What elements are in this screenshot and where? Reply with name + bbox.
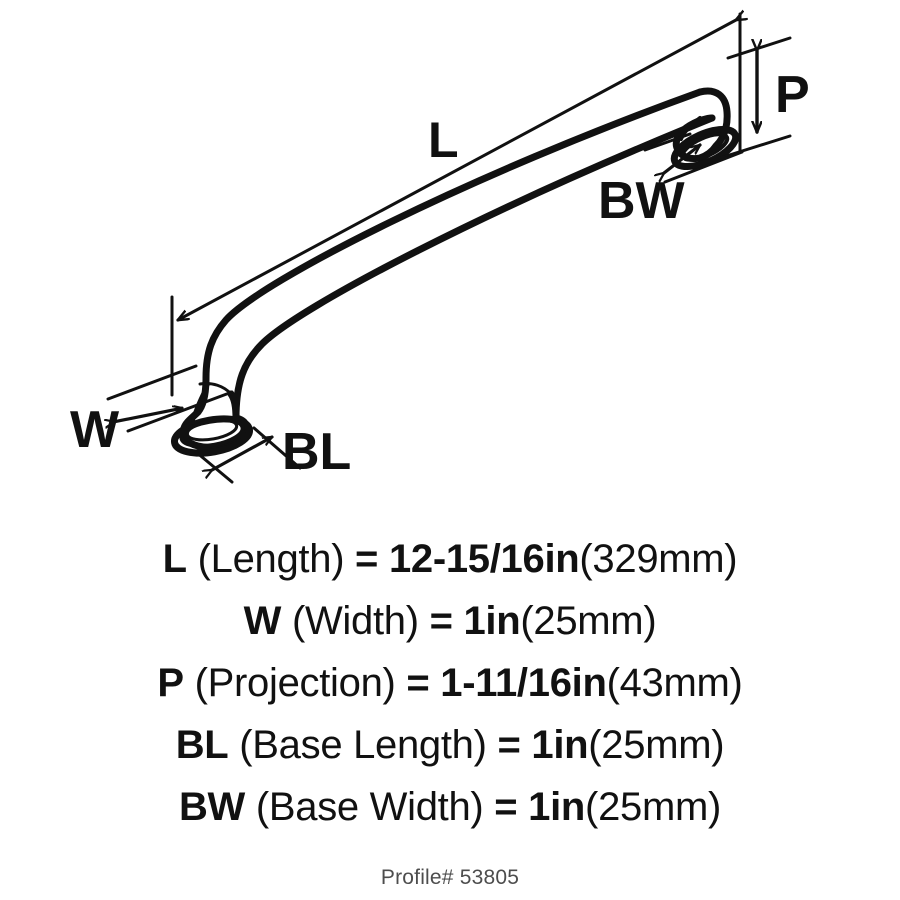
spec-value: 1in [463, 599, 521, 643]
spec-line-length: L (Length) = 12-15/16in(329mm) [0, 528, 900, 590]
spec-line-base-width: BW (Base Width) = 1in(25mm) [0, 776, 900, 838]
projection-extension-top [726, 36, 792, 60]
dimension-width [106, 364, 234, 434]
spec-metric: (25mm) [520, 599, 657, 643]
spec-line-projection: P (Projection) = 1-11/16in(43mm) [0, 652, 900, 714]
dimension-base-length [194, 426, 302, 484]
spec-line-base-length: BL (Base Length) = 1in(25mm) [0, 714, 900, 776]
spec-value: 1-11/16in [440, 661, 607, 705]
spec-symbol: BW [178, 785, 246, 829]
width-extension-upper [106, 364, 198, 401]
label-width: W [70, 401, 120, 459]
spec-value: 1in [528, 785, 586, 829]
spec-name: (Base Length) [239, 723, 487, 767]
projection-extension-bottom [718, 134, 792, 160]
spec-metric: (25mm) [585, 785, 722, 829]
spec-equals: = [497, 723, 521, 767]
spec-symbol: L [162, 537, 187, 581]
spec-name: (Length) [197, 537, 345, 581]
spec-name: (Base Width) [255, 785, 484, 829]
spec-metric: (43mm) [606, 661, 743, 705]
left-post-right-edge [227, 390, 240, 422]
left-post-shoulder [191, 382, 210, 422]
spec-equals: = [406, 661, 430, 705]
base-length-extension-left [194, 450, 234, 484]
spec-name: (Width) [291, 599, 419, 643]
spec-symbol: W [243, 599, 282, 643]
length-dimension-line [178, 20, 736, 322]
spec-value: 12-15/16in [388, 537, 580, 581]
profile-number: Profile# 53805 [380, 866, 520, 889]
grab-bar-drawing: L P BW W BL [70, 0, 810, 484]
dimension-projection [718, 36, 792, 160]
spec-symbol: BL [175, 723, 229, 767]
spec-equals: = [355, 537, 379, 581]
spec-symbol: P [157, 661, 184, 705]
spec-value: 1in [531, 723, 589, 767]
label-base-length: BL [282, 423, 351, 481]
label-base-width: BW [598, 172, 686, 230]
spec-equals: = [494, 785, 518, 829]
spec-metric: (25mm) [588, 723, 725, 767]
width-dimension-line [114, 395, 184, 434]
base-length-extension-right [252, 426, 302, 470]
label-projection: P [775, 66, 810, 124]
spec-line-width: W (Width) = 1in(25mm) [0, 590, 900, 652]
dimension-base-width [643, 132, 744, 184]
label-length: L [428, 112, 459, 168]
base-width-extension-upper [643, 132, 692, 152]
dimension-length [170, 14, 740, 397]
spec-equals: = [429, 599, 453, 643]
base-length-dimension-line [212, 435, 274, 470]
dimension-spec-list: L (Length) = 12-15/16in(329mm) W (Width)… [0, 528, 900, 838]
spec-name: (Projection) [194, 661, 396, 705]
base-width-dimension-line [664, 143, 702, 173]
spec-metric: (329mm) [579, 537, 738, 581]
width-extension-lower [126, 390, 234, 433]
